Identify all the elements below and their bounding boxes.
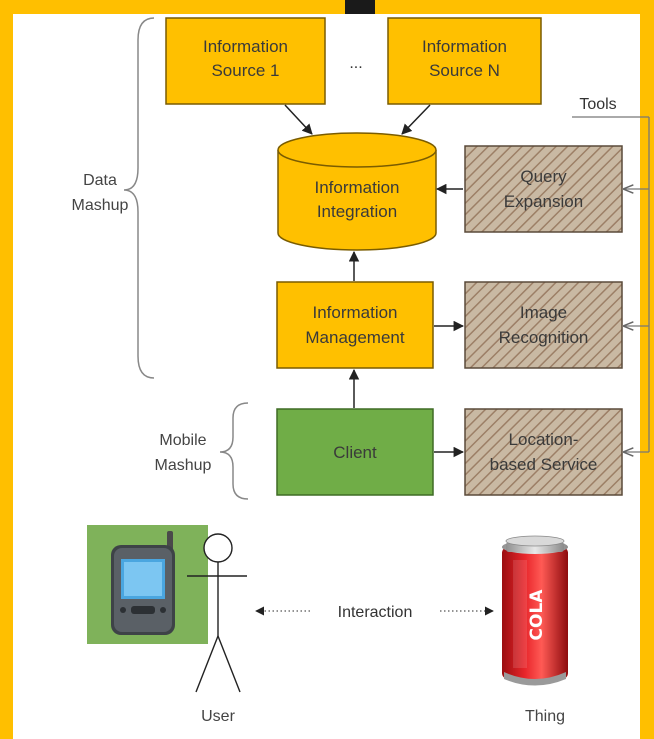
sourceN-line1: Information (422, 37, 507, 56)
query-expansion-line2: Expansion (504, 192, 583, 211)
mobile-mashup-line1: Mobile (159, 432, 206, 449)
user-label: User (201, 708, 235, 725)
arrow-sourceN-to-integration (401, 104, 431, 135)
location-service-line1: Location- (509, 430, 579, 449)
location-based-service-box: Location- based Service (464, 408, 623, 496)
image-recognition-box: Image Recognition (464, 281, 623, 369)
client-box: Client (276, 408, 434, 496)
management-line2: Management (305, 328, 405, 347)
user-figure-icon (187, 533, 247, 693)
image-recognition-line2: Recognition (499, 328, 589, 347)
sourceN-line2: Source N (429, 61, 500, 80)
mobile-mashup-brace (219, 402, 249, 500)
top-notch (345, 0, 375, 14)
interaction-label: Interaction (338, 604, 413, 621)
integration-line2: Integration (317, 202, 397, 221)
query-expansion-box: Query Expansion (464, 145, 623, 233)
data-mashup-line1: Data (83, 172, 117, 189)
thing-label: Thing (525, 708, 565, 725)
data-mashup-line2: Mashup (72, 197, 129, 214)
source1-line2: Source 1 (211, 61, 279, 80)
client-label: Client (333, 443, 377, 462)
image-recognition-line1: Image (520, 303, 567, 322)
mobile-phone-icon (87, 525, 208, 644)
information-source-1-box: Information Source 1 (165, 17, 326, 105)
mobile-mashup-line2: Mashup (155, 457, 212, 474)
integration-line1: Information (314, 178, 399, 197)
cola-can-icon: COLA (502, 535, 568, 686)
location-service-line2: based Service (490, 455, 598, 474)
management-line1: Information (312, 303, 397, 322)
can-brand-text: COLA (527, 589, 547, 641)
tools-connector (572, 116, 650, 452)
information-source-n-box: Information Source N (387, 17, 542, 105)
tools-label: Tools (579, 96, 616, 113)
query-expansion-line1: Query (520, 167, 567, 186)
information-management-box: Information Management (276, 281, 434, 369)
sources-ellipsis: ... (349, 55, 362, 72)
data-mashup-brace (123, 17, 155, 379)
arrow-source1-to-integration (284, 104, 313, 135)
information-integration-database: Information Integration (277, 132, 437, 251)
source1-line1: Information (203, 37, 288, 56)
